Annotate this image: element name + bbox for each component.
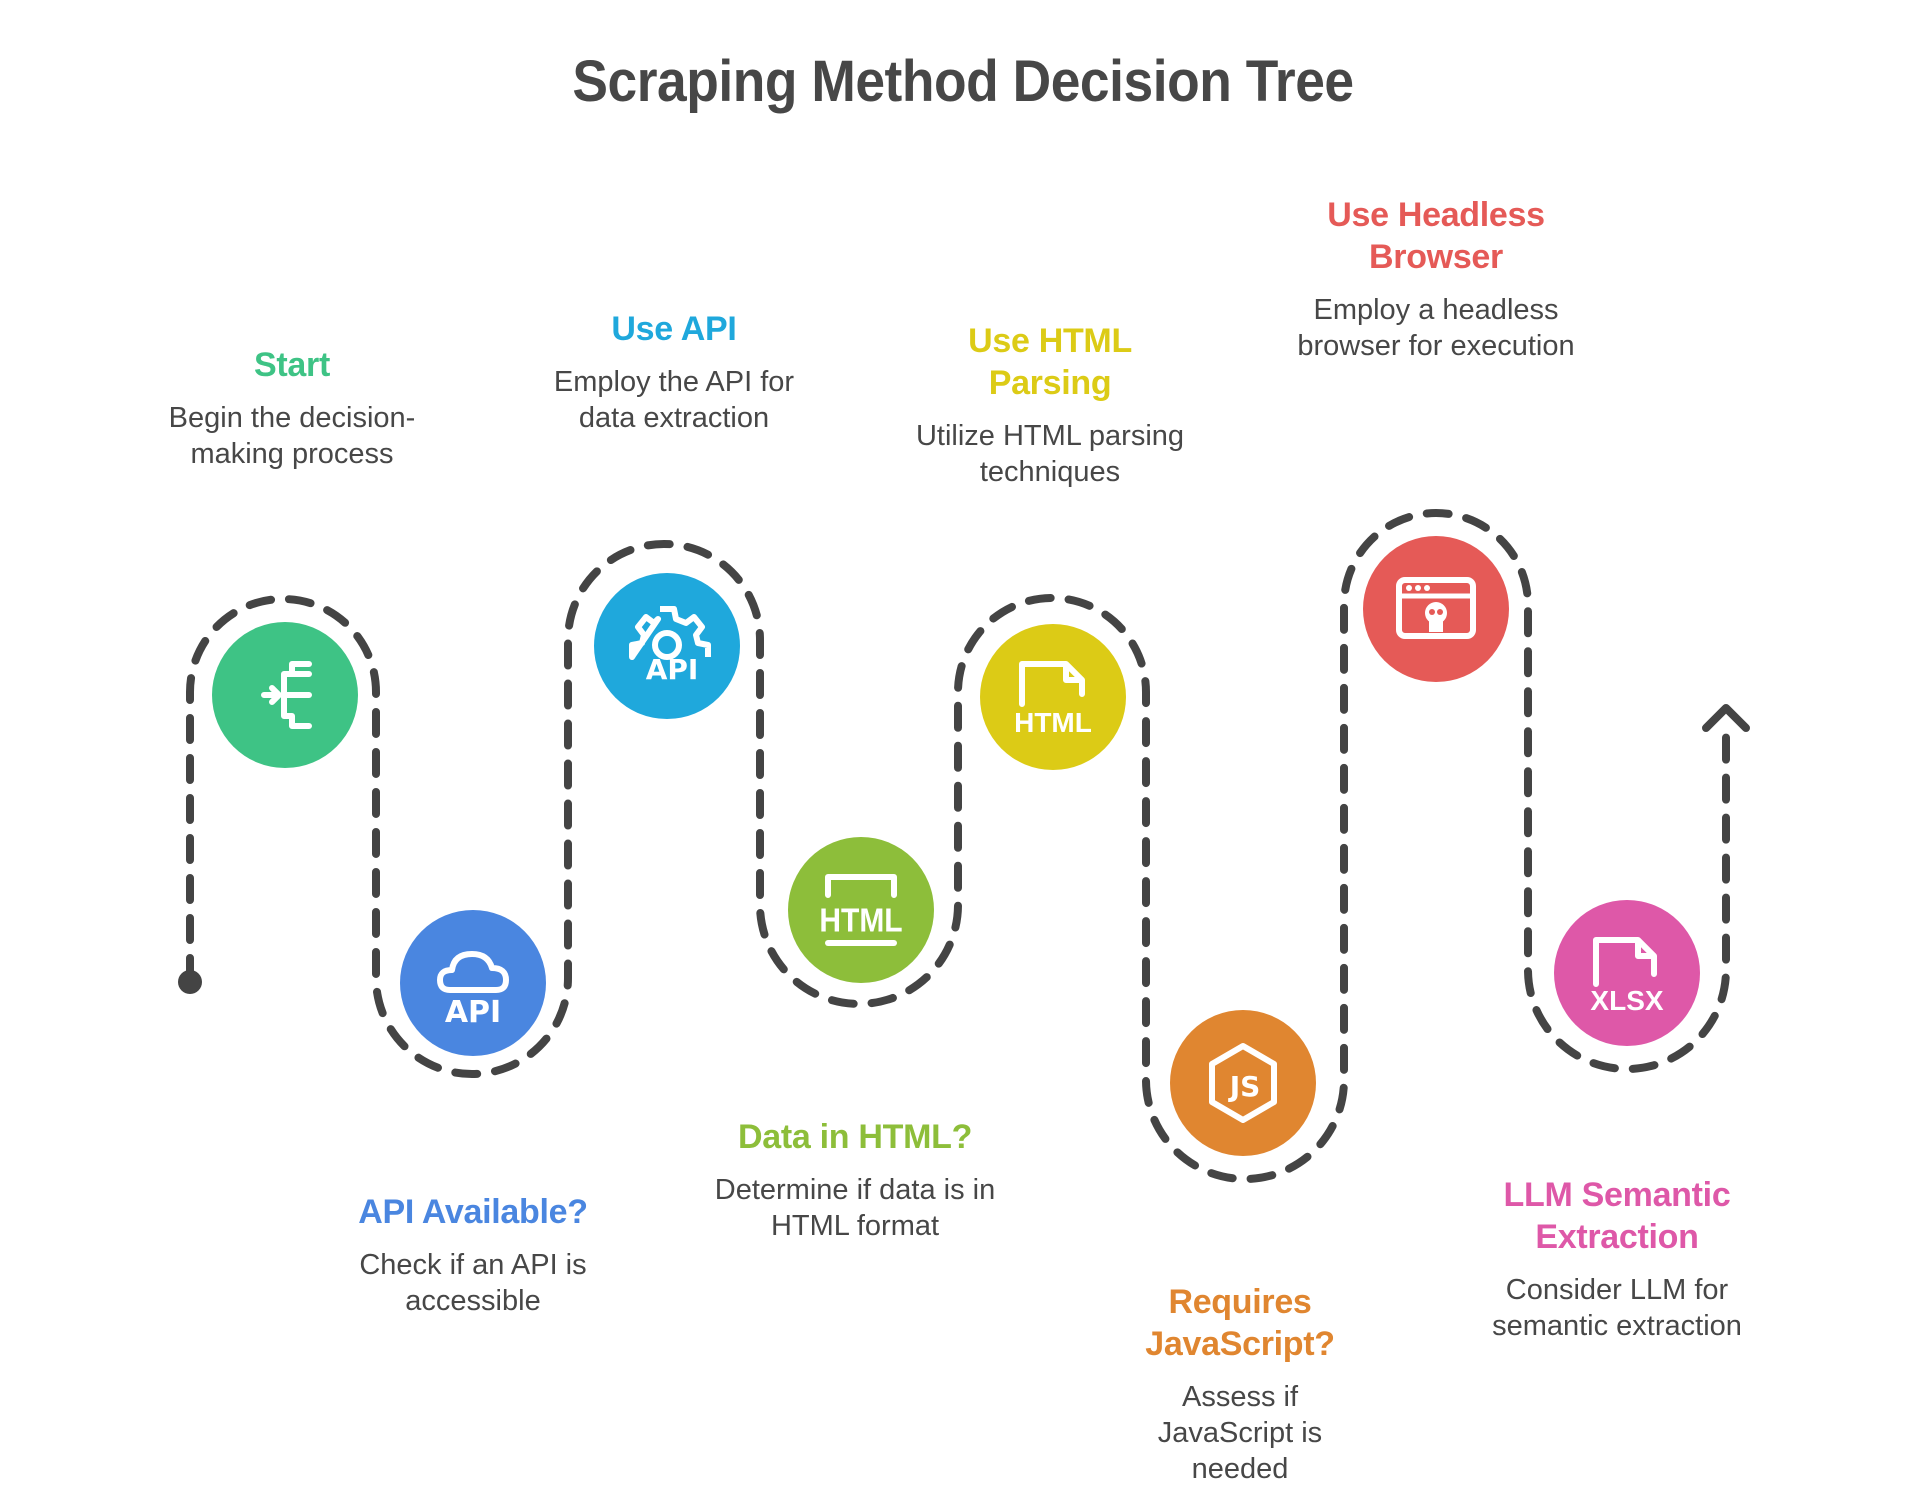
step-api-available-label: API Available? Check if an API is access… — [313, 1191, 633, 1319]
svg-text:XLSX: XLSX — [1590, 985, 1663, 1016]
step-start-label: Start Begin the decision-making process — [132, 344, 452, 472]
step-use-api-node: API — [594, 573, 740, 719]
step-description: Determine if data is in HTML format — [714, 1174, 996, 1242]
cloud-api-icon: API — [437, 951, 509, 1030]
svg-text:JS: JS — [1228, 1070, 1261, 1103]
step-llm-extraction-node: XLSX — [1554, 900, 1700, 1046]
svg-text:HTML: HTML — [1014, 707, 1092, 738]
step-requires-javascript-label: Requires JavaScript? Assess if JavaScrip… — [1080, 1281, 1400, 1487]
headless-browser-skull-icon — [1396, 577, 1476, 639]
step-description: Employ the API for data extraction — [553, 366, 795, 434]
step-title: LLM Semantic Extraction — [1503, 1176, 1731, 1256]
javascript-hexagon-icon: JS — [1209, 1043, 1277, 1123]
step-description: Utilize HTML parsing techniques — [915, 420, 1185, 488]
step-description: Consider LLM for semantic extraction — [1492, 1274, 1742, 1342]
step-use-html-parsing-node: HTML — [980, 624, 1126, 770]
svg-text:API: API — [646, 653, 699, 686]
step-description: Employ a headless browser for execution — [1297, 294, 1575, 362]
svg-text:API: API — [445, 995, 501, 1030]
path-end-arrow-icon — [1702, 704, 1750, 732]
step-requires-javascript-node: JS — [1170, 1010, 1316, 1156]
step-llm-extraction-label: LLM Semantic Extraction Consider LLM for… — [1457, 1174, 1777, 1344]
step-description: Check if an API is accessible — [359, 1249, 587, 1317]
step-api-available-node: API — [400, 910, 546, 1056]
step-title: Use Headless Browser — [1327, 196, 1545, 276]
step-title: API Available? — [358, 1193, 588, 1231]
gear-api-icon: API — [629, 606, 711, 686]
step-title: Start — [254, 346, 330, 384]
step-description: Begin the decision-making process — [168, 402, 416, 470]
step-title: Requires JavaScript? — [1145, 1283, 1335, 1363]
step-use-api-label: Use API Employ the API for data extracti… — [514, 308, 834, 436]
html-file-icon: HTML — [1014, 661, 1092, 738]
flow-line — [186, 509, 1730, 1183]
step-start-node — [212, 622, 358, 768]
svg-text:HTML: HTML — [819, 901, 902, 939]
step-title: Use HTML Parsing — [968, 322, 1132, 402]
step-description: Assess if JavaScript is needed — [1157, 1381, 1323, 1485]
xlsx-file-icon: XLSX — [1590, 937, 1664, 1016]
step-use-html-parsing-label: Use HTML Parsing Utilize HTML parsing te… — [890, 320, 1210, 490]
path-start-dot — [178, 970, 202, 994]
step-headless-browser-label: Use Headless Browser Employ a headless b… — [1276, 194, 1596, 364]
html-screen-icon: HTML — [819, 874, 903, 946]
step-headless-browser-node — [1363, 536, 1509, 682]
start-process-icon — [261, 661, 312, 729]
step-title: Data in HTML? — [737, 1118, 973, 1156]
step-title: Use API — [611, 310, 737, 348]
diagram-title: Scraping Method Decision Tree — [572, 49, 1354, 114]
step-data-in-html-label: Data in HTML? Determine if data is in HT… — [695, 1116, 1015, 1244]
step-data-in-html-node: HTML — [788, 837, 934, 983]
